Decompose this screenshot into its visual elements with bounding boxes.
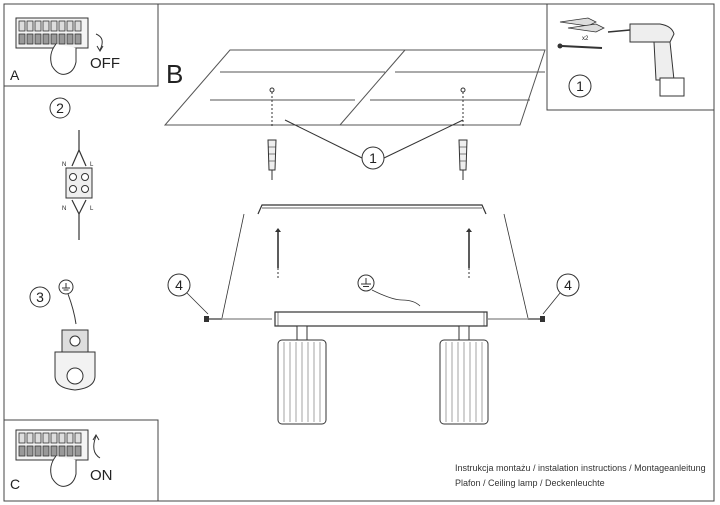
wire-label-l-top: L (90, 162, 94, 168)
screw-quantity: x2 (582, 36, 589, 42)
lamp-shade-right (439, 339, 489, 425)
caption-instructions: Instrukcja montażu / instalation instruc… (455, 463, 706, 473)
ceiling-step-label: 1 (369, 150, 377, 166)
curved-arrow-icon (95, 33, 103, 51)
panel-a: A OFF (3, 3, 159, 87)
off-label: OFF (90, 55, 120, 72)
step-2-label: 2 (56, 100, 64, 116)
side-screw-right (488, 316, 545, 322)
panel-c-letter: C (10, 476, 20, 492)
mounting-bracket (257, 204, 487, 215)
bracket-screw-left (275, 228, 281, 278)
panel-a-letter: A (10, 67, 20, 83)
connector-block (65, 167, 93, 199)
side-screw-left (204, 316, 272, 322)
lamp-shade-left (277, 339, 327, 425)
step-3-label: 3 (36, 289, 44, 305)
drill-icon (607, 23, 685, 97)
wire-label-l-bottom: L (90, 206, 94, 212)
wire-icon (71, 130, 87, 240)
step-3-circle (29, 286, 51, 308)
ground-symbol-icon (357, 274, 375, 292)
ground-symbol-icon (58, 279, 74, 295)
drill-inset: x2 1 (546, 3, 715, 111)
ceiling-plate (163, 49, 546, 126)
wire-label-n-bottom: N (62, 206, 66, 212)
ground-step: 3 (29, 279, 96, 391)
terminal-block-icon (15, 17, 89, 49)
ground-wire-icon (371, 289, 421, 307)
ceiling-hole-left (269, 87, 275, 93)
ceiling-hole-right (460, 87, 466, 93)
outer-frame (3, 3, 715, 502)
panel-b-letter: B (166, 59, 183, 89)
panel-c: C ON (3, 419, 159, 502)
side-screw-right-label: 4 (564, 277, 572, 293)
side-screw-left-circle (167, 273, 191, 297)
screw-icon (557, 43, 603, 49)
hand-icon (50, 455, 77, 487)
wiring-step: 2 N L N L (49, 97, 94, 240)
ground-wire-icon (67, 293, 77, 325)
caption-product: Plafon / Ceiling lamp / Deckenleuchte (455, 478, 605, 488)
side-screw-left-label: 4 (175, 277, 183, 293)
lamp-base (274, 311, 488, 327)
step-2-circle (49, 97, 71, 119)
ceiling-step-circle (361, 146, 385, 170)
ground-terminal-bracket (54, 329, 96, 391)
lamp-arm-left (296, 325, 308, 341)
drill-step-label: 1 (576, 78, 584, 94)
curved-arrow-icon (93, 435, 101, 459)
side-screw-right-circle (556, 273, 580, 297)
wall-plug-icon (559, 17, 605, 33)
lamp-arm-right (458, 325, 470, 341)
bracket-screw-right (466, 228, 472, 278)
terminal-block-icon (15, 429, 89, 461)
wall-plug-left (267, 139, 277, 180)
hand-icon (50, 43, 77, 75)
drill-step-circle (568, 74, 592, 98)
on-label: ON (90, 467, 113, 484)
wire-label-n-top: N (62, 162, 66, 168)
wall-plug-right (458, 139, 468, 180)
